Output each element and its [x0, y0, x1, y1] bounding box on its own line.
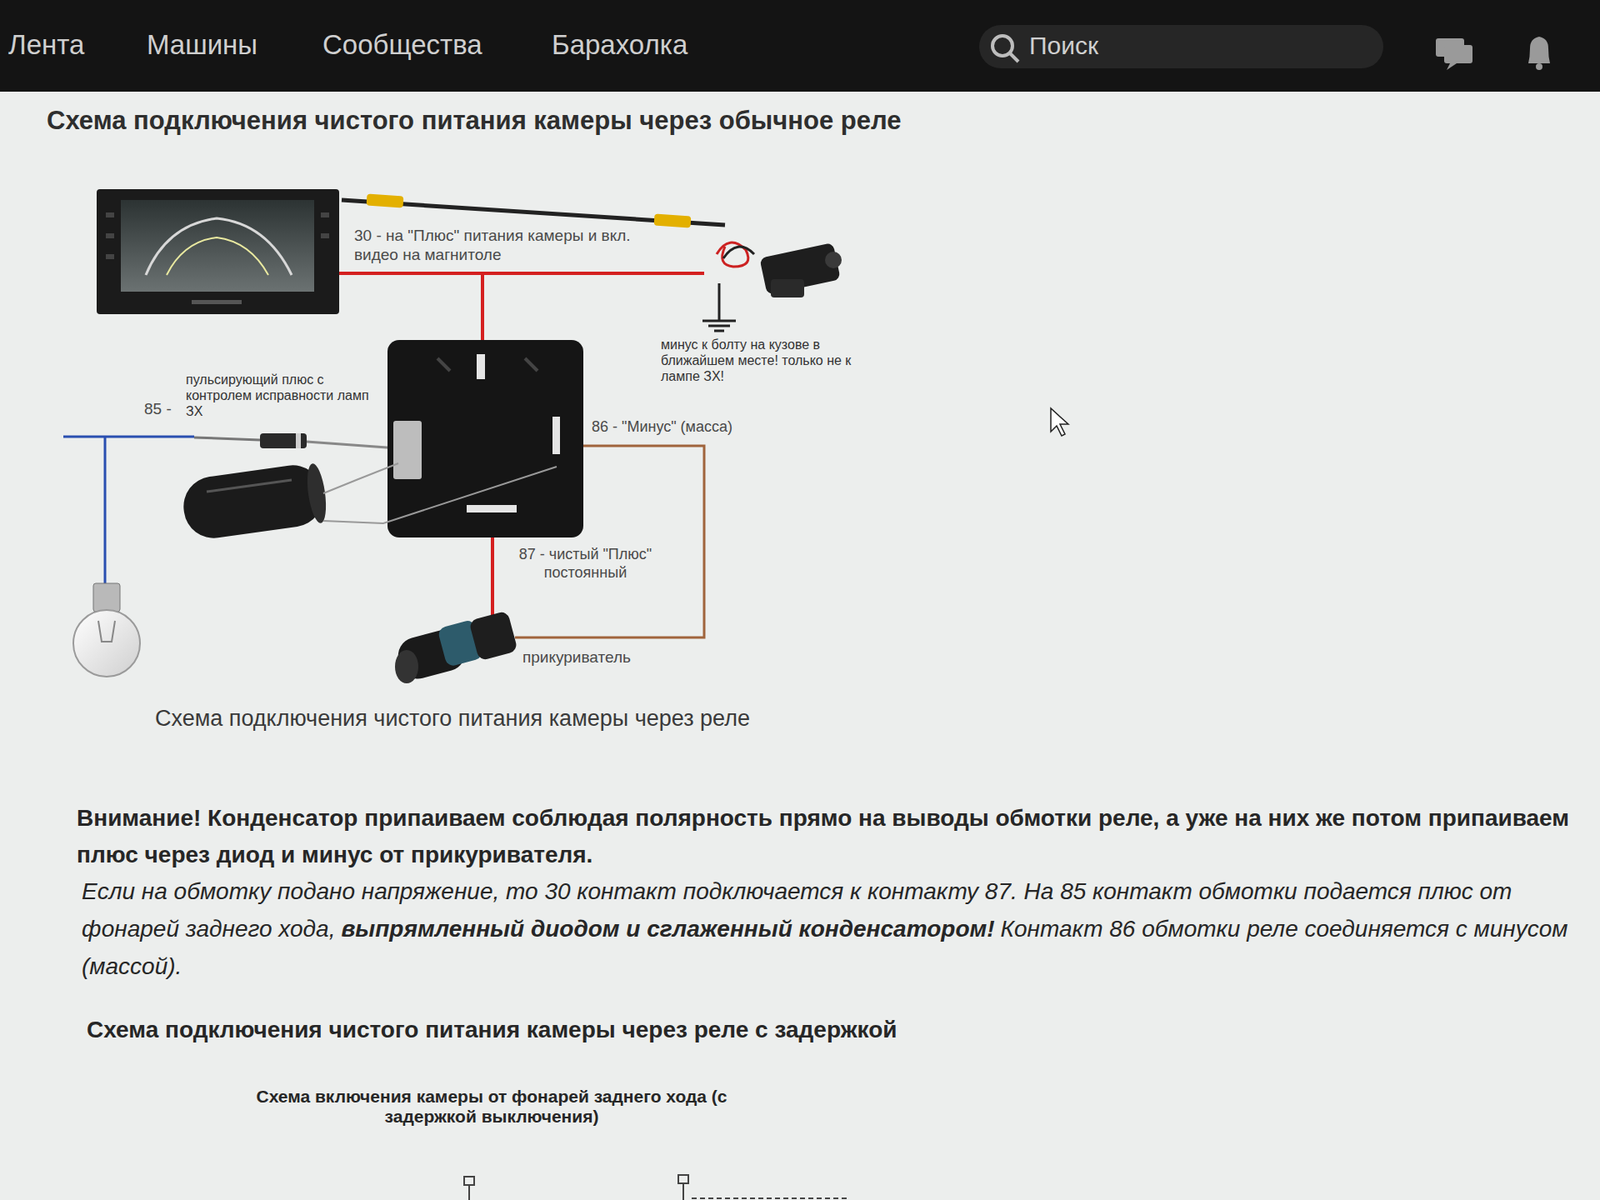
body-text-emphasis: выпрямленный диодом и сглаженный конденс…	[340, 915, 995, 942]
wire-86	[515, 445, 705, 638]
wire-30-drop	[480, 273, 485, 342]
figure-caption: Схема подключения чистого питания камеры…	[155, 705, 750, 732]
wire-85-lamp	[104, 436, 107, 585]
nav-link: Сообщества	[322, 28, 483, 62]
nav-link: Барахолка	[551, 28, 688, 62]
wire-to-diode	[194, 437, 260, 440]
schematic-fragment	[464, 1175, 850, 1200]
pin-label: 85 -	[144, 400, 172, 420]
search-placeholder: Поиск	[1029, 30, 1099, 61]
signal-note: пульсирующий плюс с контролем исправност…	[185, 371, 374, 420]
mouse-cursor	[1050, 408, 1069, 436]
nav-bar	[0, 0, 1600, 92]
body-paragraph: Если на обмотку подано напряжение, то 30…	[81, 872, 1574, 985]
wire-30	[339, 271, 705, 275]
ground-note: минус к болту на кузове в ближайшем мест…	[660, 336, 853, 385]
diode-symbol	[260, 433, 307, 449]
capacitor-illustration	[180, 461, 330, 543]
capacitor-lead	[323, 466, 557, 524]
pin-label: 86 - "Минус" (масса)	[591, 418, 733, 437]
capacitor-lead	[323, 463, 399, 494]
nav-link: Машины	[146, 28, 258, 62]
monitor-illustration	[96, 189, 340, 315]
search-icon	[992, 35, 1019, 62]
warning-note: Внимание! Конденсатор припаиваем соблюда…	[76, 800, 1577, 874]
wire-87	[490, 537, 495, 615]
wire-85	[63, 435, 195, 439]
search-box	[979, 25, 1384, 69]
chat-icon	[1435, 38, 1473, 70]
diode-lead	[306, 441, 399, 449]
part-label: прикуриватель	[522, 648, 631, 668]
camera-illustration	[716, 242, 842, 298]
video-cable	[341, 194, 725, 229]
section-heading: Схема подключения чистого питания камеры…	[86, 1015, 897, 1045]
figure-title: Схема включения камеры от фонарей заднег…	[241, 1086, 742, 1127]
lamp-illustration	[73, 583, 140, 677]
bell-icon	[1528, 36, 1550, 70]
lighter-illustration	[394, 610, 519, 684]
relay-illustration	[387, 340, 584, 538]
page-title: Схема подключения чистого питания камеры…	[46, 105, 902, 136]
nav-link: Лента	[8, 28, 85, 62]
ground-symbol	[702, 283, 736, 331]
pin-label: 30 - на "Плюс" питания камеры и вкл. вид…	[354, 226, 636, 265]
pin-label: 87 - чистый "Плюс" постоянный	[500, 545, 671, 582]
